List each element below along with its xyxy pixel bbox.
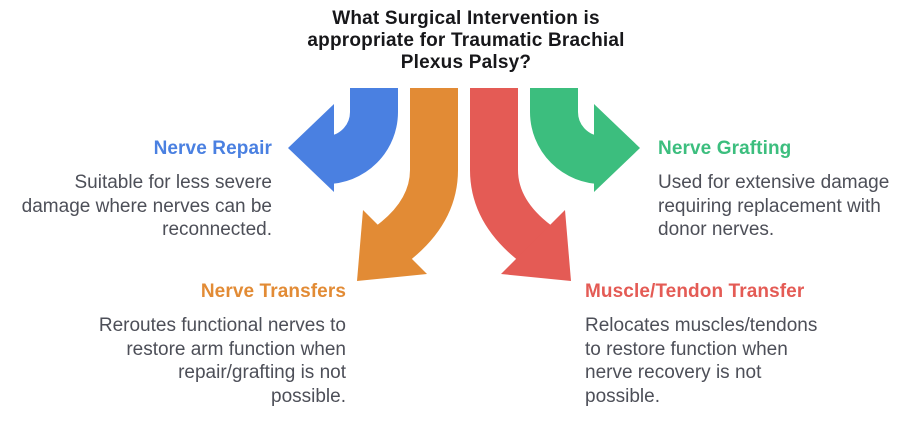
nerve-grafting-arrow-head [594,104,640,192]
option-nerve-transfers: Nerve Transfers Reroutes functional nerv… [26,281,346,408]
nerve-transfers-arrow [357,88,458,281]
muscle-tendon-transfer-description: Relocates muscles/tendons to restore fun… [585,315,818,407]
nerve-transfers-description: Reroutes functional nerves to restore ar… [98,315,346,407]
nerve-repair-description: Suitable for less severe damage where ne… [21,172,272,240]
nerve-repair-heading: Nerve Repair [153,138,272,159]
nerve-repair-arrow-head [288,104,334,192]
muscle-tendon-transfer-arrow [470,88,571,281]
nerve-repair-arrow-band [324,88,398,184]
nerve-grafting-arrow-band [530,88,604,184]
muscle-tendon-transfer-arrow-head [501,210,571,281]
nerve-repair-arrow [288,88,398,192]
option-nerve-repair: Nerve Repair Suitable for less severe da… [0,138,272,242]
nerve-grafting-arrow [530,88,640,192]
muscle-tendon-transfer-heading: Muscle/Tendon Transfer [585,281,805,302]
nerve-transfers-arrow-head [357,210,427,281]
muscle-tendon-transfer-arrow-band [470,88,552,264]
nerve-transfers-heading: Nerve Transfers [200,281,346,302]
page-title: What Surgical Intervention is appropriat… [307,8,625,73]
nerve-grafting-description: Used for extensive damage requiring repl… [658,172,890,240]
option-muscle-tendon-transfer: Muscle/Tendon Transfer Relocates muscles… [585,281,910,408]
nerve-grafting-heading: Nerve Grafting [658,138,792,159]
option-nerve-grafting: Nerve Grafting Used for extensive damage… [658,138,912,242]
nerve-transfers-arrow-band [376,88,458,264]
